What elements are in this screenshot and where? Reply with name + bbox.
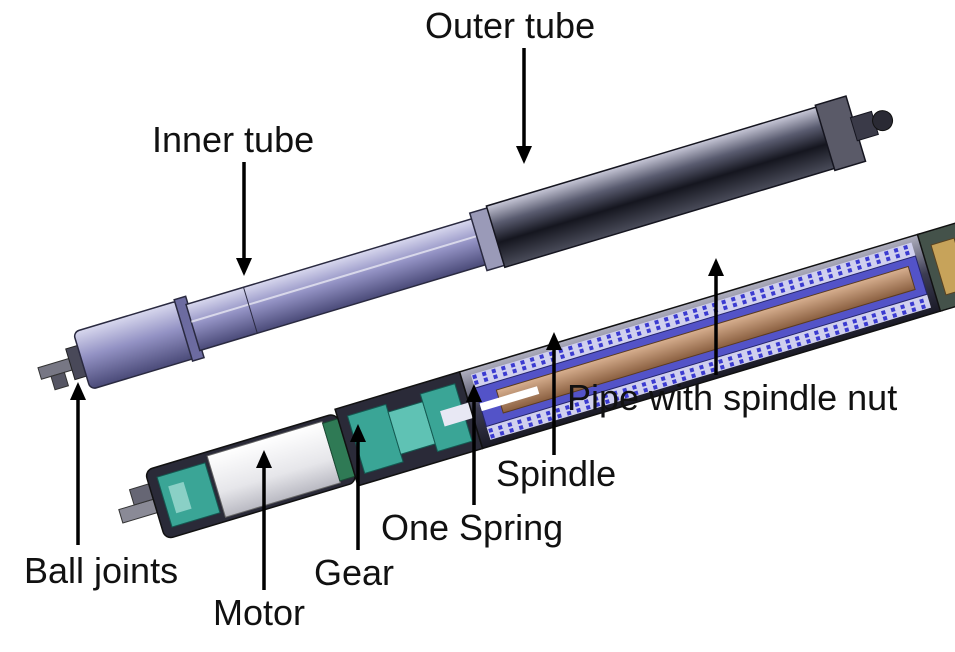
arrow-inner-tube — [236, 162, 252, 276]
upper-ball-joint — [37, 344, 89, 391]
outer-tube-body — [468, 95, 894, 272]
arrow-gear — [350, 424, 366, 550]
arrow-one-spring — [466, 384, 482, 505]
label-ball-joints: Ball joints — [24, 550, 179, 591]
tube-cutaway-section — [458, 232, 944, 450]
lower-cutaway-actuator — [118, 222, 955, 539]
gear-section — [334, 370, 484, 487]
inner-tube-body — [73, 217, 489, 389]
arrow-motor — [256, 450, 272, 590]
motor-section — [145, 414, 356, 539]
label-pipe-with-spindle-nut: Pipe with spindle nut — [567, 377, 898, 418]
label-spindle: Spindle — [496, 453, 617, 494]
lower-ball-joint — [118, 483, 162, 524]
arrow-spindle — [546, 332, 562, 455]
end-cap — [916, 222, 955, 313]
leader-arrows — [70, 48, 724, 590]
label-motor: Motor — [213, 592, 306, 633]
arrow-pipe-with-spindle-nut — [708, 258, 724, 375]
arrow-ball-joints — [70, 382, 86, 545]
label-one-spring: One Spring — [381, 507, 564, 548]
upper-actuator — [37, 95, 894, 391]
label-outer-tube: Outer tube — [425, 5, 596, 46]
label-inner-tube: Inner tube — [152, 119, 315, 160]
label-gear: Gear — [314, 552, 395, 593]
arrow-outer-tube — [516, 48, 532, 164]
